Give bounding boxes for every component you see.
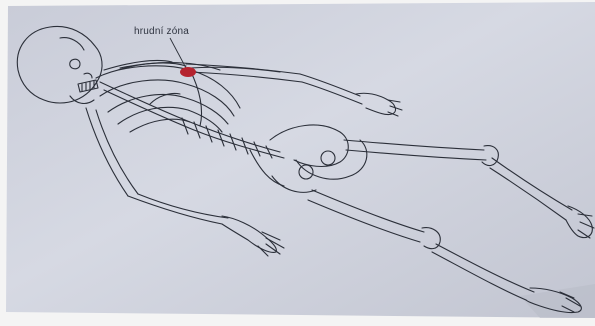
ribcage [96, 63, 240, 133]
pelvis [250, 125, 367, 192]
upper-arm-top [186, 64, 402, 116]
spine [100, 82, 284, 158]
leg-lower [308, 190, 581, 313]
arm-bottom [86, 108, 284, 256]
annotation-label: hrudní zóna [134, 26, 189, 37]
leg-upper [344, 140, 594, 238]
annotation-marker [170, 38, 196, 77]
skull [17, 26, 102, 103]
